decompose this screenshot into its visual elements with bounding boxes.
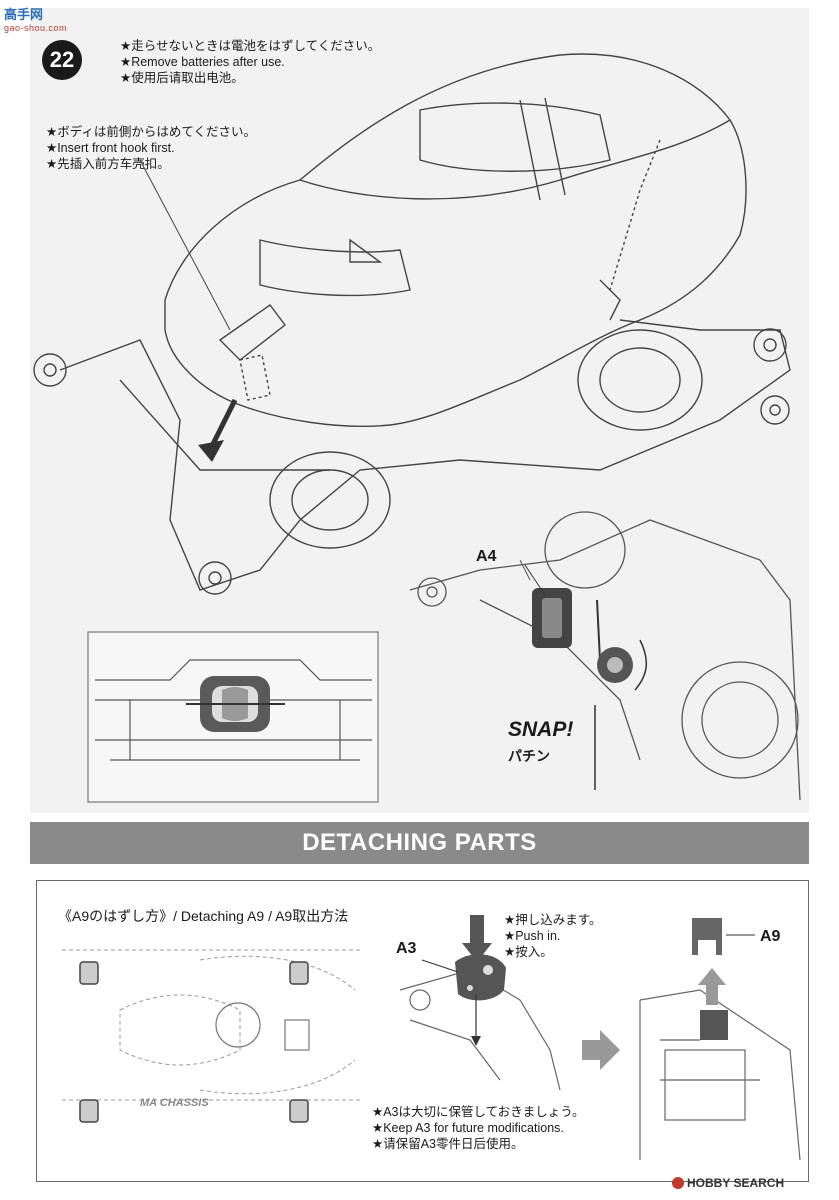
a9-closeup bbox=[639, 989, 801, 1161]
a4-gear bbox=[597, 647, 633, 683]
chassis-outline bbox=[59, 319, 791, 591]
a4-closeup bbox=[409, 511, 801, 801]
insert-arrow bbox=[207, 398, 238, 452]
chassis-bottom-view bbox=[62, 949, 360, 1101]
footer-watermark: HOBBY SEARCH bbox=[672, 1176, 784, 1190]
push-in-note-en: ★Push in. bbox=[504, 929, 561, 943]
label-a4: A4 bbox=[476, 548, 497, 565]
car-body-outline bbox=[164, 53, 747, 427]
roller-front-left bbox=[33, 353, 67, 387]
a3-closeup bbox=[399, 969, 561, 1091]
push-in-note: ★押し込みます。 ★Push in. ★按入。 bbox=[504, 912, 601, 960]
chassis-logo-text: MA CHASSIS bbox=[140, 1097, 209, 1109]
label-a3: A3 bbox=[396, 940, 417, 957]
push-in-note-cn: ★按入。 bbox=[504, 945, 553, 959]
step-number: 22 bbox=[42, 40, 82, 80]
keep-a3-note-jp: ★A3は大切に保管しておきましょう。 bbox=[372, 1105, 585, 1119]
detaching-box bbox=[36, 880, 809, 1182]
a4-part bbox=[532, 588, 572, 648]
keep-a3-note-cn: ★请保留A3零件日后使用。 bbox=[372, 1137, 524, 1151]
a9-part bbox=[692, 918, 728, 1040]
battery-note-jp: ★走らせないときは電池をはずしてください。 bbox=[120, 39, 381, 53]
process-arrow bbox=[582, 1030, 620, 1070]
section-header: DETACHING PARTS bbox=[30, 822, 809, 864]
front-hook-note: ★ボディは前側からはめてください。 ★Insert front hook fir… bbox=[46, 124, 256, 172]
chassis-clips bbox=[79, 961, 309, 1123]
motor-clip-part bbox=[186, 676, 285, 732]
rear-right-wheel bbox=[577, 329, 703, 431]
a3-part bbox=[455, 954, 506, 1001]
lift-arrow bbox=[698, 968, 726, 1005]
roller-rear-right-2 bbox=[760, 395, 790, 425]
section-title: DETACHING PARTS bbox=[302, 829, 537, 856]
detaching-title: 《A9のはずし方》/ Detaching A9 / A9取出方法 bbox=[58, 908, 349, 924]
label-a9: A9 bbox=[760, 928, 781, 945]
keep-a3-note: ★A3は大切に保管しておきましょう。 ★Keep A3 for future m… bbox=[372, 1104, 585, 1152]
push-arrow bbox=[462, 915, 492, 962]
front-hook-note-en: ★Insert front hook first. bbox=[46, 141, 175, 155]
snap-label-jp: パチン bbox=[508, 748, 550, 764]
site-logo-sub: gao-shou.com bbox=[4, 23, 68, 33]
battery-note: ★走らせないときは電池をはずしてください。 ★Remove batteries … bbox=[120, 38, 380, 86]
site-logo-mark: 高手网 bbox=[4, 7, 44, 22]
battery-note-en: ★Remove batteries after use. bbox=[120, 55, 285, 69]
roller-front-bottom bbox=[198, 561, 232, 595]
push-in-note-jp: ★押し込みます。 bbox=[504, 913, 602, 927]
snap-label: SNAP! bbox=[508, 718, 574, 741]
site-logo: 高手网 gao-shou.com bbox=[4, 4, 67, 33]
front-hook-note-cn: ★先插入前方车壳扣。 bbox=[46, 157, 170, 171]
battery-note-cn: ★使用后请取出电池。 bbox=[120, 71, 244, 85]
watermark-icon bbox=[672, 1177, 684, 1189]
roller-rear-right-1 bbox=[753, 328, 787, 362]
front-hook-note-jp: ★ボディは前側からはめてください。 bbox=[46, 125, 256, 139]
watermark-text: HOBBY SEARCH bbox=[687, 1176, 785, 1190]
front-left-wheel bbox=[269, 451, 391, 549]
keep-a3-note-en: ★Keep A3 for future modifications. bbox=[372, 1121, 564, 1135]
